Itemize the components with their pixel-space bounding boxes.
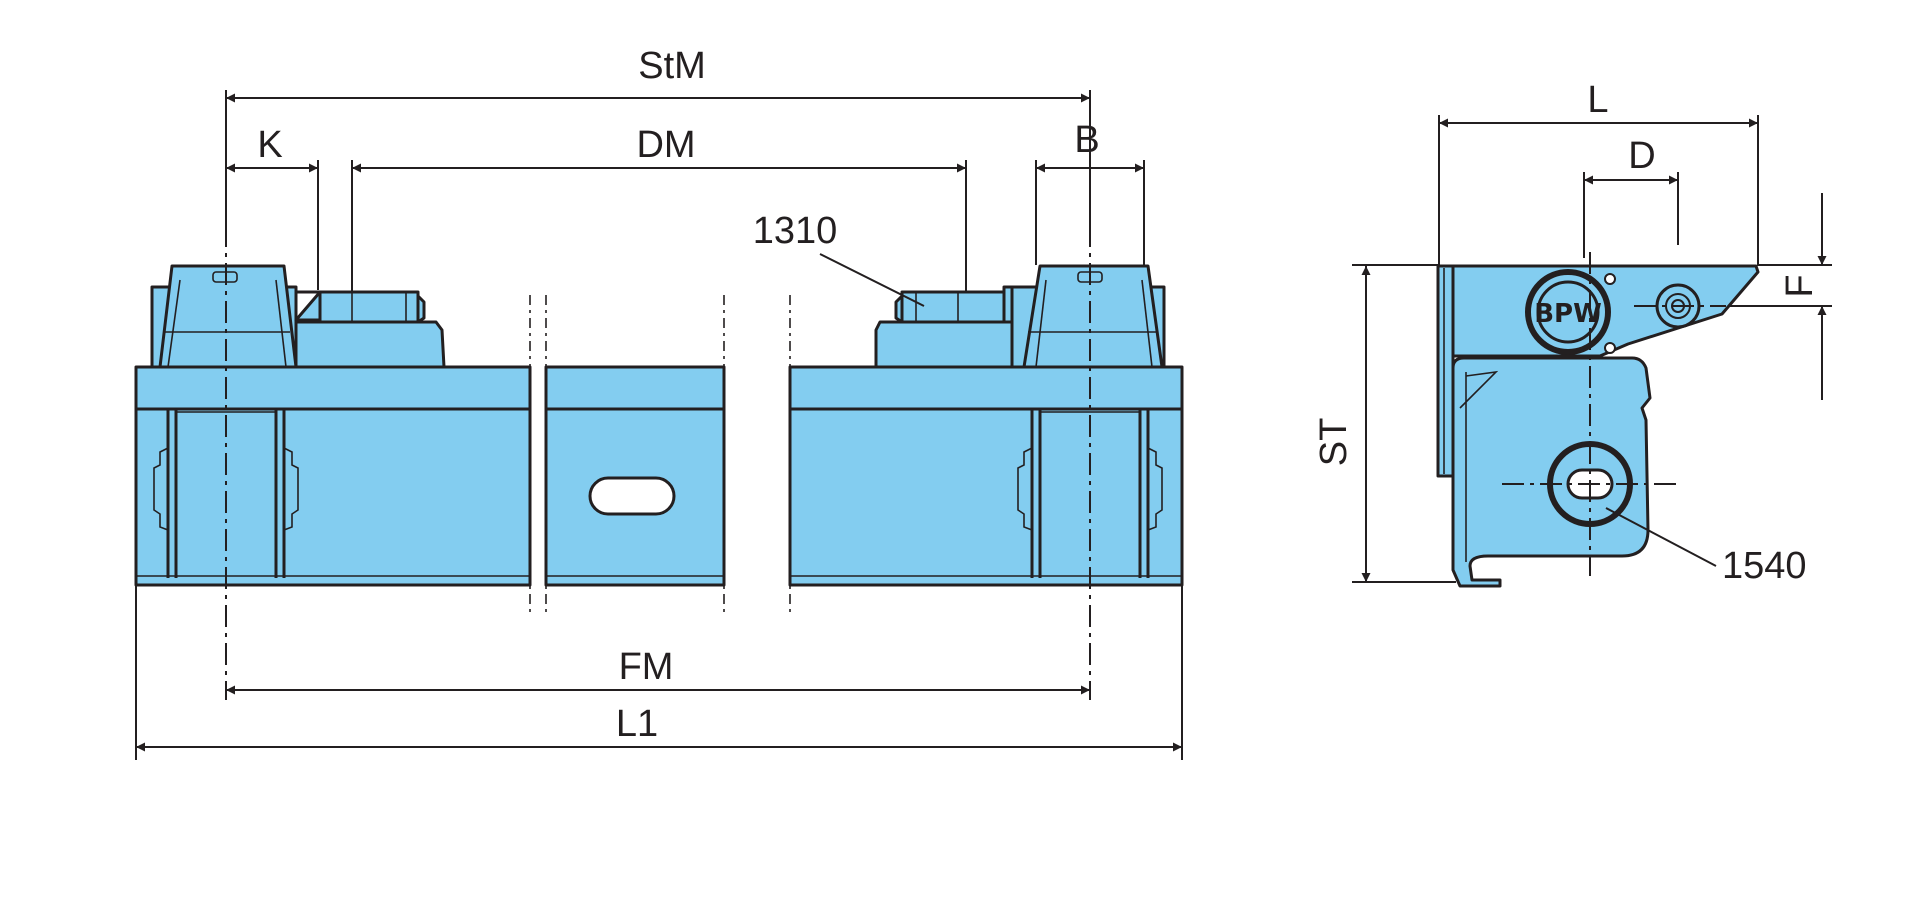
label-d: D <box>1628 135 1655 177</box>
label-f: F <box>1779 274 1821 297</box>
label-st: ST <box>1313 418 1355 467</box>
right-support-block <box>874 264 1166 369</box>
label-dm: DM <box>636 124 695 166</box>
label-l: L <box>1587 79 1608 121</box>
main-beam <box>134 365 1184 587</box>
break-lines <box>529 295 791 615</box>
axle-hole <box>1502 252 1676 576</box>
leader-1310 <box>819 253 925 307</box>
side-view: BPW L D ST F 1540 <box>1313 79 1832 588</box>
label-l1: L1 <box>616 703 658 745</box>
leader-1540 <box>1605 507 1717 567</box>
label-1310: 1310 <box>753 210 838 252</box>
label-k: K <box>257 124 282 166</box>
label-stm: StM <box>638 45 706 87</box>
logo-text: BPW <box>1534 299 1602 329</box>
left-support-block <box>150 264 446 369</box>
label-fm: FM <box>619 646 674 688</box>
left-bracket <box>153 409 299 578</box>
front-view: StM K DM B 1310 FM L1 <box>134 45 1184 760</box>
right-bracket <box>1017 409 1163 578</box>
extension-lines <box>135 90 1183 760</box>
label-1540: 1540 <box>1722 545 1807 587</box>
label-b: B <box>1074 119 1099 161</box>
bolt-head <box>1634 283 1726 329</box>
